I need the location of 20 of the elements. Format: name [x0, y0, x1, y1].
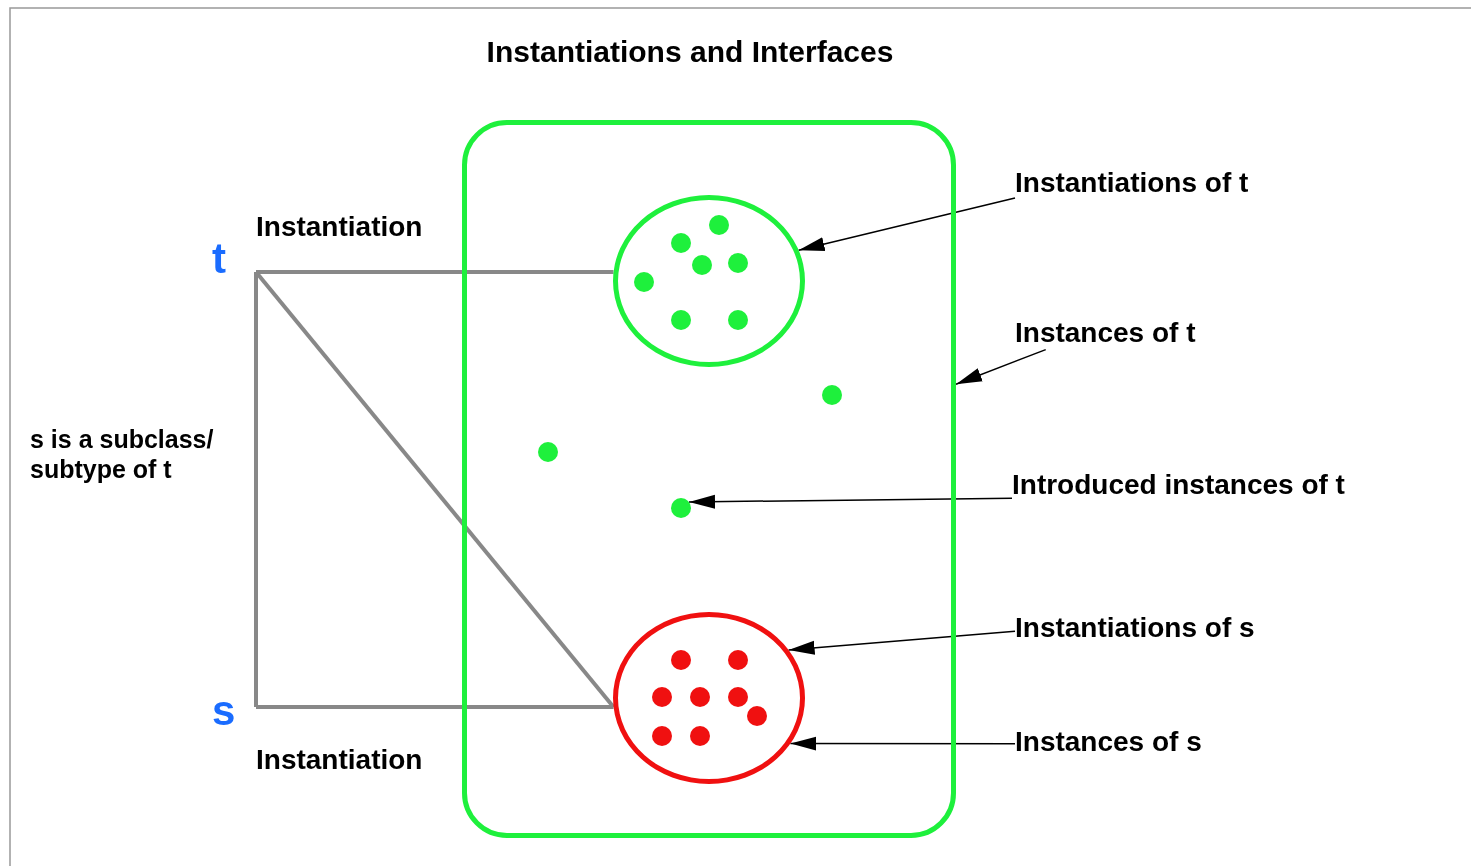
diagram-title: Instantiations and Interfaces — [486, 35, 894, 68]
callout-label: Instances of s — [1015, 725, 1202, 759]
subset-ellipse — [613, 195, 805, 367]
type-label: t — [212, 234, 256, 280]
leader-arrow — [955, 348, 1047, 385]
connector-line — [256, 270, 614, 274]
set-boundary — [462, 120, 956, 838]
callout-label: Instances of t — [1015, 316, 1196, 350]
connector-line — [256, 705, 614, 709]
leader-arrow — [797, 197, 1016, 251]
leader-arrow — [787, 630, 1016, 655]
dot-icon — [671, 498, 691, 518]
leader-arrow — [688, 494, 1013, 509]
callout-label: Instantiations of s — [1015, 611, 1255, 645]
connector-line — [254, 272, 258, 707]
leader-arrow — [789, 736, 1016, 751]
type-label: s — [212, 686, 256, 732]
subset-ellipse — [613, 612, 805, 784]
callout-label: Introduced instances of t — [1012, 468, 1345, 502]
callout-label: Instantiations of t — [1015, 166, 1249, 200]
